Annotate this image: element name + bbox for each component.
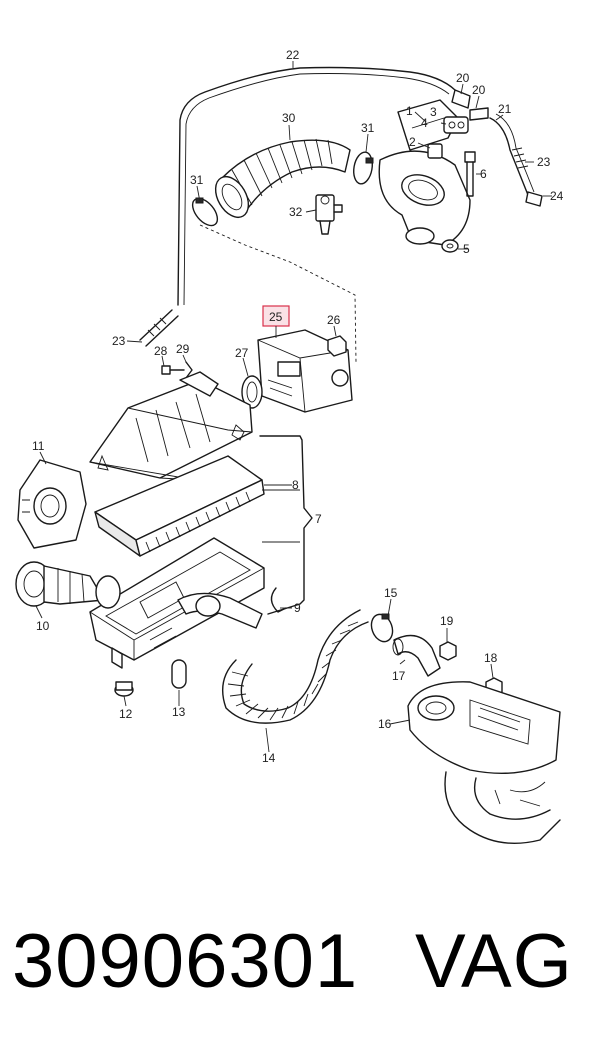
connector-20 (451, 89, 489, 121)
fitting-24 (525, 191, 543, 207)
intake-hose-10 (15, 561, 121, 609)
screw-28 (161, 365, 185, 375)
label-32: 32 (289, 205, 303, 219)
label-7: 7 (315, 512, 322, 526)
label-28: 28 (154, 344, 168, 358)
grommet-13 (171, 659, 187, 689)
leader-lines (35, 61, 552, 753)
gasket-27 (241, 375, 263, 409)
label-2: 2 (409, 135, 416, 149)
bracket-9 (270, 587, 287, 613)
label-18: 18 (484, 651, 498, 665)
hose-clamp-15 (370, 613, 394, 643)
label-12: 12 (119, 707, 133, 721)
nut-19 (439, 641, 457, 661)
valve-32 (315, 194, 343, 235)
part-labels: 22 20 20 1 21 30 31 3 4 2 23 6 31 24 32 … (32, 48, 564, 765)
elbow-hose-17 (392, 634, 441, 677)
label-27: 27 (235, 346, 249, 360)
label-1: 1 (406, 104, 413, 118)
label-16: 16 (378, 717, 392, 731)
bolt-6 (464, 151, 476, 197)
label-8: 8 (292, 478, 299, 492)
washer-5 (441, 239, 459, 253)
label-14: 14 (262, 751, 276, 765)
label-3: 3 (430, 105, 437, 119)
label-25: 25 (269, 310, 283, 324)
bracket-3-4 (427, 116, 469, 159)
duct-11 (17, 459, 87, 549)
label-26: 26 (327, 313, 341, 327)
label-11: 11 (32, 439, 45, 453)
corrugated-hose-14 (222, 609, 369, 724)
hose-clamp-31-right (353, 151, 374, 185)
label-23a: 23 (537, 155, 551, 169)
inlet-tube (177, 592, 263, 629)
label-9: 9 (294, 601, 301, 615)
vent-hose-22 (177, 66, 456, 306)
brace-7 (259, 435, 313, 615)
label-22: 22 (286, 48, 300, 62)
label-19: 19 (440, 614, 454, 628)
label-20b: 20 (472, 83, 486, 97)
label-6: 6 (480, 167, 487, 181)
label-31a: 31 (361, 121, 375, 135)
label-4: 4 (421, 116, 428, 130)
intake-boot-30 (214, 138, 351, 218)
label-5: 5 (463, 242, 470, 256)
label-15: 15 (384, 586, 398, 600)
clip-29 (185, 361, 193, 379)
hose-23-left (139, 309, 179, 347)
cap-26 (327, 335, 347, 357)
label-23b: 23 (112, 334, 126, 348)
label-10: 10 (36, 619, 50, 633)
air-filter-lower-housing (89, 537, 265, 669)
label-21: 21 (498, 102, 512, 116)
bung-12 (114, 681, 134, 697)
label-20a: 20 (456, 71, 470, 85)
label-17: 17 (392, 669, 406, 683)
part-number: 30906301 (12, 919, 359, 1004)
label-31b: 31 (190, 173, 204, 187)
filter-element-8 (94, 455, 265, 557)
parts-exploded-diagram: 22 20 20 1 21 30 31 3 4 2 23 6 31 24 32 … (15, 48, 564, 845)
label-24: 24 (550, 189, 564, 203)
label-29: 29 (176, 342, 190, 356)
vacuum-hose-21-23 (489, 113, 535, 196)
air-filter-upper-housing (89, 371, 253, 481)
label-13: 13 (172, 705, 186, 719)
intake-manifold-16 (407, 681, 561, 845)
label-30: 30 (282, 111, 296, 125)
brand-name: VAG (415, 919, 573, 1004)
